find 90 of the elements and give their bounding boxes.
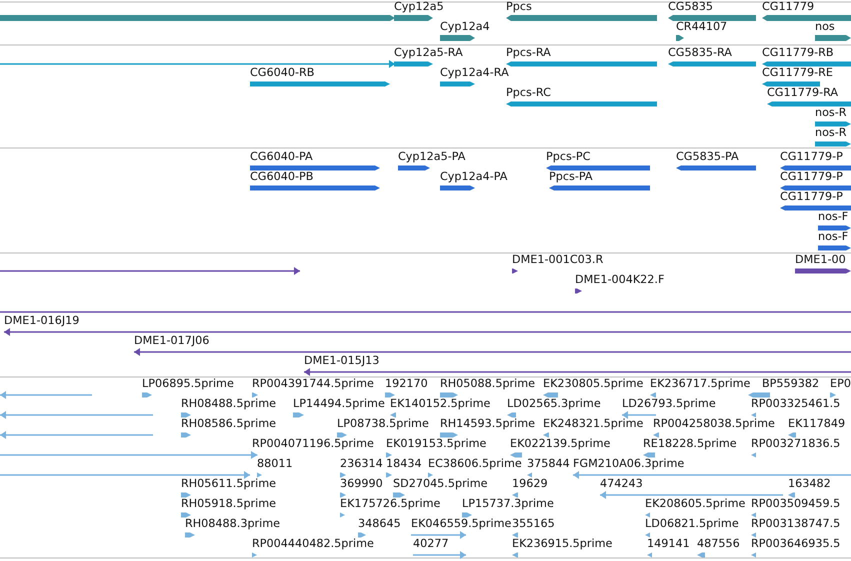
- transcript-label: Ppcs-RC: [506, 86, 551, 100]
- gene-label: Cyp12a4: [440, 20, 490, 34]
- est-label: RH05611.5prime: [181, 477, 276, 491]
- protein-label: CG11779-P: [780, 170, 843, 184]
- gene-label: Cyp12a5: [394, 0, 444, 14]
- est-label: EK248321.5prime: [543, 417, 644, 431]
- clone-label: DME1-004K22.F: [575, 273, 664, 287]
- est-label: RE18228.5prime: [643, 437, 737, 451]
- gene-label: CG11779: [762, 0, 814, 14]
- est-label: LD06821.5prime: [645, 517, 739, 531]
- est-label: RH05088.5prime: [440, 377, 536, 391]
- transcript-label: CG11779-RE: [762, 66, 833, 80]
- est-label: RP003138747.5: [751, 517, 840, 531]
- clone-label: DME1-017J06: [134, 334, 210, 348]
- gene-label: CG5835: [668, 0, 713, 14]
- est-label: 149141: [647, 537, 690, 551]
- est-label: EK019153.5prime: [386, 437, 486, 451]
- est-label: 348645: [358, 517, 401, 531]
- est-label: SD27045.5prime: [393, 477, 488, 491]
- transcript-label: CG11779-RB: [762, 46, 834, 60]
- est-label: 163482: [788, 477, 831, 491]
- est-label: RH14593.5prime: [440, 417, 536, 431]
- est-label: RH08488.3prime: [185, 517, 280, 531]
- est-label: 40277: [413, 537, 449, 551]
- est-label: LD02565.3prime: [507, 397, 601, 411]
- est-label: 192170: [385, 377, 428, 391]
- est-label: RP003509459.5: [751, 497, 840, 511]
- protein-label: Cyp12a4-PA: [440, 170, 508, 184]
- est-label: LP08738.5prime: [337, 417, 429, 431]
- est-label: 355165: [512, 517, 555, 531]
- gene-label: Ppcs: [506, 0, 532, 14]
- est-label: EK236915.5prime: [512, 537, 612, 551]
- est-label: EK230805.5prime: [543, 377, 644, 391]
- gene-label: nos: [815, 20, 835, 34]
- est-label: 88011: [257, 457, 293, 471]
- est-label: RH05918.5prime: [181, 497, 276, 511]
- transcript-label: nos-R: [815, 126, 847, 140]
- protein-label: nos-F: [818, 210, 848, 224]
- protein-label: nos-F: [818, 230, 848, 244]
- est-label: RH08586.5prime: [181, 417, 276, 431]
- est-label: LP06895.5prime: [142, 377, 234, 391]
- clone-label: DME1-00: [795, 253, 846, 267]
- est-label: RP004258038.5prime: [653, 417, 775, 431]
- clone-label: DME1-015J13: [304, 354, 380, 368]
- est-label: EC38606.5prime: [428, 457, 522, 471]
- transcript-label: Ppcs-RA: [506, 46, 551, 60]
- est-label: 19629: [512, 477, 548, 491]
- est-label: EK046559.5prime: [411, 517, 512, 531]
- est-label: 236314: [340, 457, 383, 471]
- est-label: 369990: [340, 477, 383, 491]
- est-label: RP003271836.5: [751, 437, 840, 451]
- transcript-label: CG5835-RA: [668, 46, 732, 60]
- est-label: EK117849: [788, 417, 846, 431]
- transcript-label: CG6040-RB: [250, 66, 314, 80]
- est-label: 18434: [386, 457, 422, 471]
- est-label: LP15737.3prime: [462, 497, 554, 511]
- est-label: RP003325461.5: [751, 397, 840, 411]
- est-label: LP14494.5prime: [293, 397, 385, 411]
- transcript-label: Cyp12a5-RA: [394, 46, 463, 60]
- clone-label: DME1-001C03.R: [512, 253, 604, 267]
- transcript-label: nos-R: [815, 106, 847, 120]
- est-label: EK175726.5prime: [340, 497, 440, 511]
- est-label: EP0: [830, 377, 851, 391]
- protein-label: CG6040-PA: [250, 150, 313, 164]
- est-label: FGM210A06.3prime: [573, 457, 684, 471]
- protein-label: CG5835-PA: [676, 150, 739, 164]
- est-label: RP004391744.5prime: [252, 377, 374, 391]
- transcript-label: Cyp12a4-RA: [440, 66, 509, 80]
- protein-label: Ppcs-PC: [546, 150, 590, 164]
- protein-label: Cyp12a5-PA: [398, 150, 466, 164]
- est-label: EK022139.5prime: [510, 437, 610, 451]
- est-label: RP003646935.5: [751, 537, 840, 551]
- est-label: 487556: [697, 537, 740, 551]
- est-label: BP559382: [762, 377, 820, 391]
- est-label: 375844: [527, 457, 570, 471]
- est-label: RP004440482.5prime: [252, 537, 374, 551]
- transcript-label: CG11779-RA: [767, 86, 838, 100]
- est-label: RH08488.5prime: [181, 397, 276, 411]
- protein-label: CG6040-PB: [250, 170, 314, 184]
- gene-label: CR44107: [676, 20, 728, 34]
- clone-label: DME1-016J19: [4, 314, 80, 328]
- est-label: 474243: [600, 477, 643, 491]
- protein-label: Ppcs-PA: [549, 170, 593, 184]
- protein-label: CG11779-P: [780, 190, 843, 204]
- protein-label: CG11779-P: [780, 150, 843, 164]
- est-label: EK140152.5prime: [390, 397, 490, 411]
- est-label: EK236717.5prime: [650, 377, 750, 391]
- est-label: RP004071196.5prime: [252, 437, 374, 451]
- est-label: LD26793.5prime: [622, 397, 716, 411]
- est-label: EK208605.5prime: [645, 497, 746, 511]
